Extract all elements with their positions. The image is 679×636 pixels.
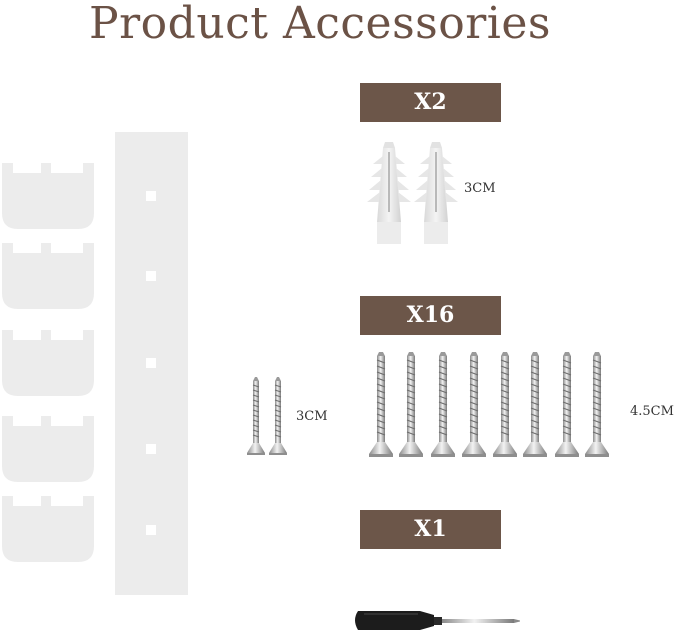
- short-screw-length-label: 3CM: [296, 409, 328, 424]
- short-screws: [246, 376, 288, 456]
- mounting-strip: [115, 132, 188, 595]
- long-screws: [368, 351, 610, 458]
- anchor-length-label: 3CM: [464, 181, 496, 196]
- screw-quantity-badge: X16: [360, 296, 501, 335]
- wall-anchors: [367, 142, 458, 244]
- anchor-quantity-badge: X2: [360, 83, 501, 122]
- mounting-clips: [2, 163, 94, 562]
- page-title: Product Accessories: [89, 0, 551, 49]
- long-screw-length-label: 4.5CM: [630, 404, 674, 419]
- screwdriver-quantity-badge: X1: [360, 510, 501, 549]
- screwdriver: [355, 611, 520, 630]
